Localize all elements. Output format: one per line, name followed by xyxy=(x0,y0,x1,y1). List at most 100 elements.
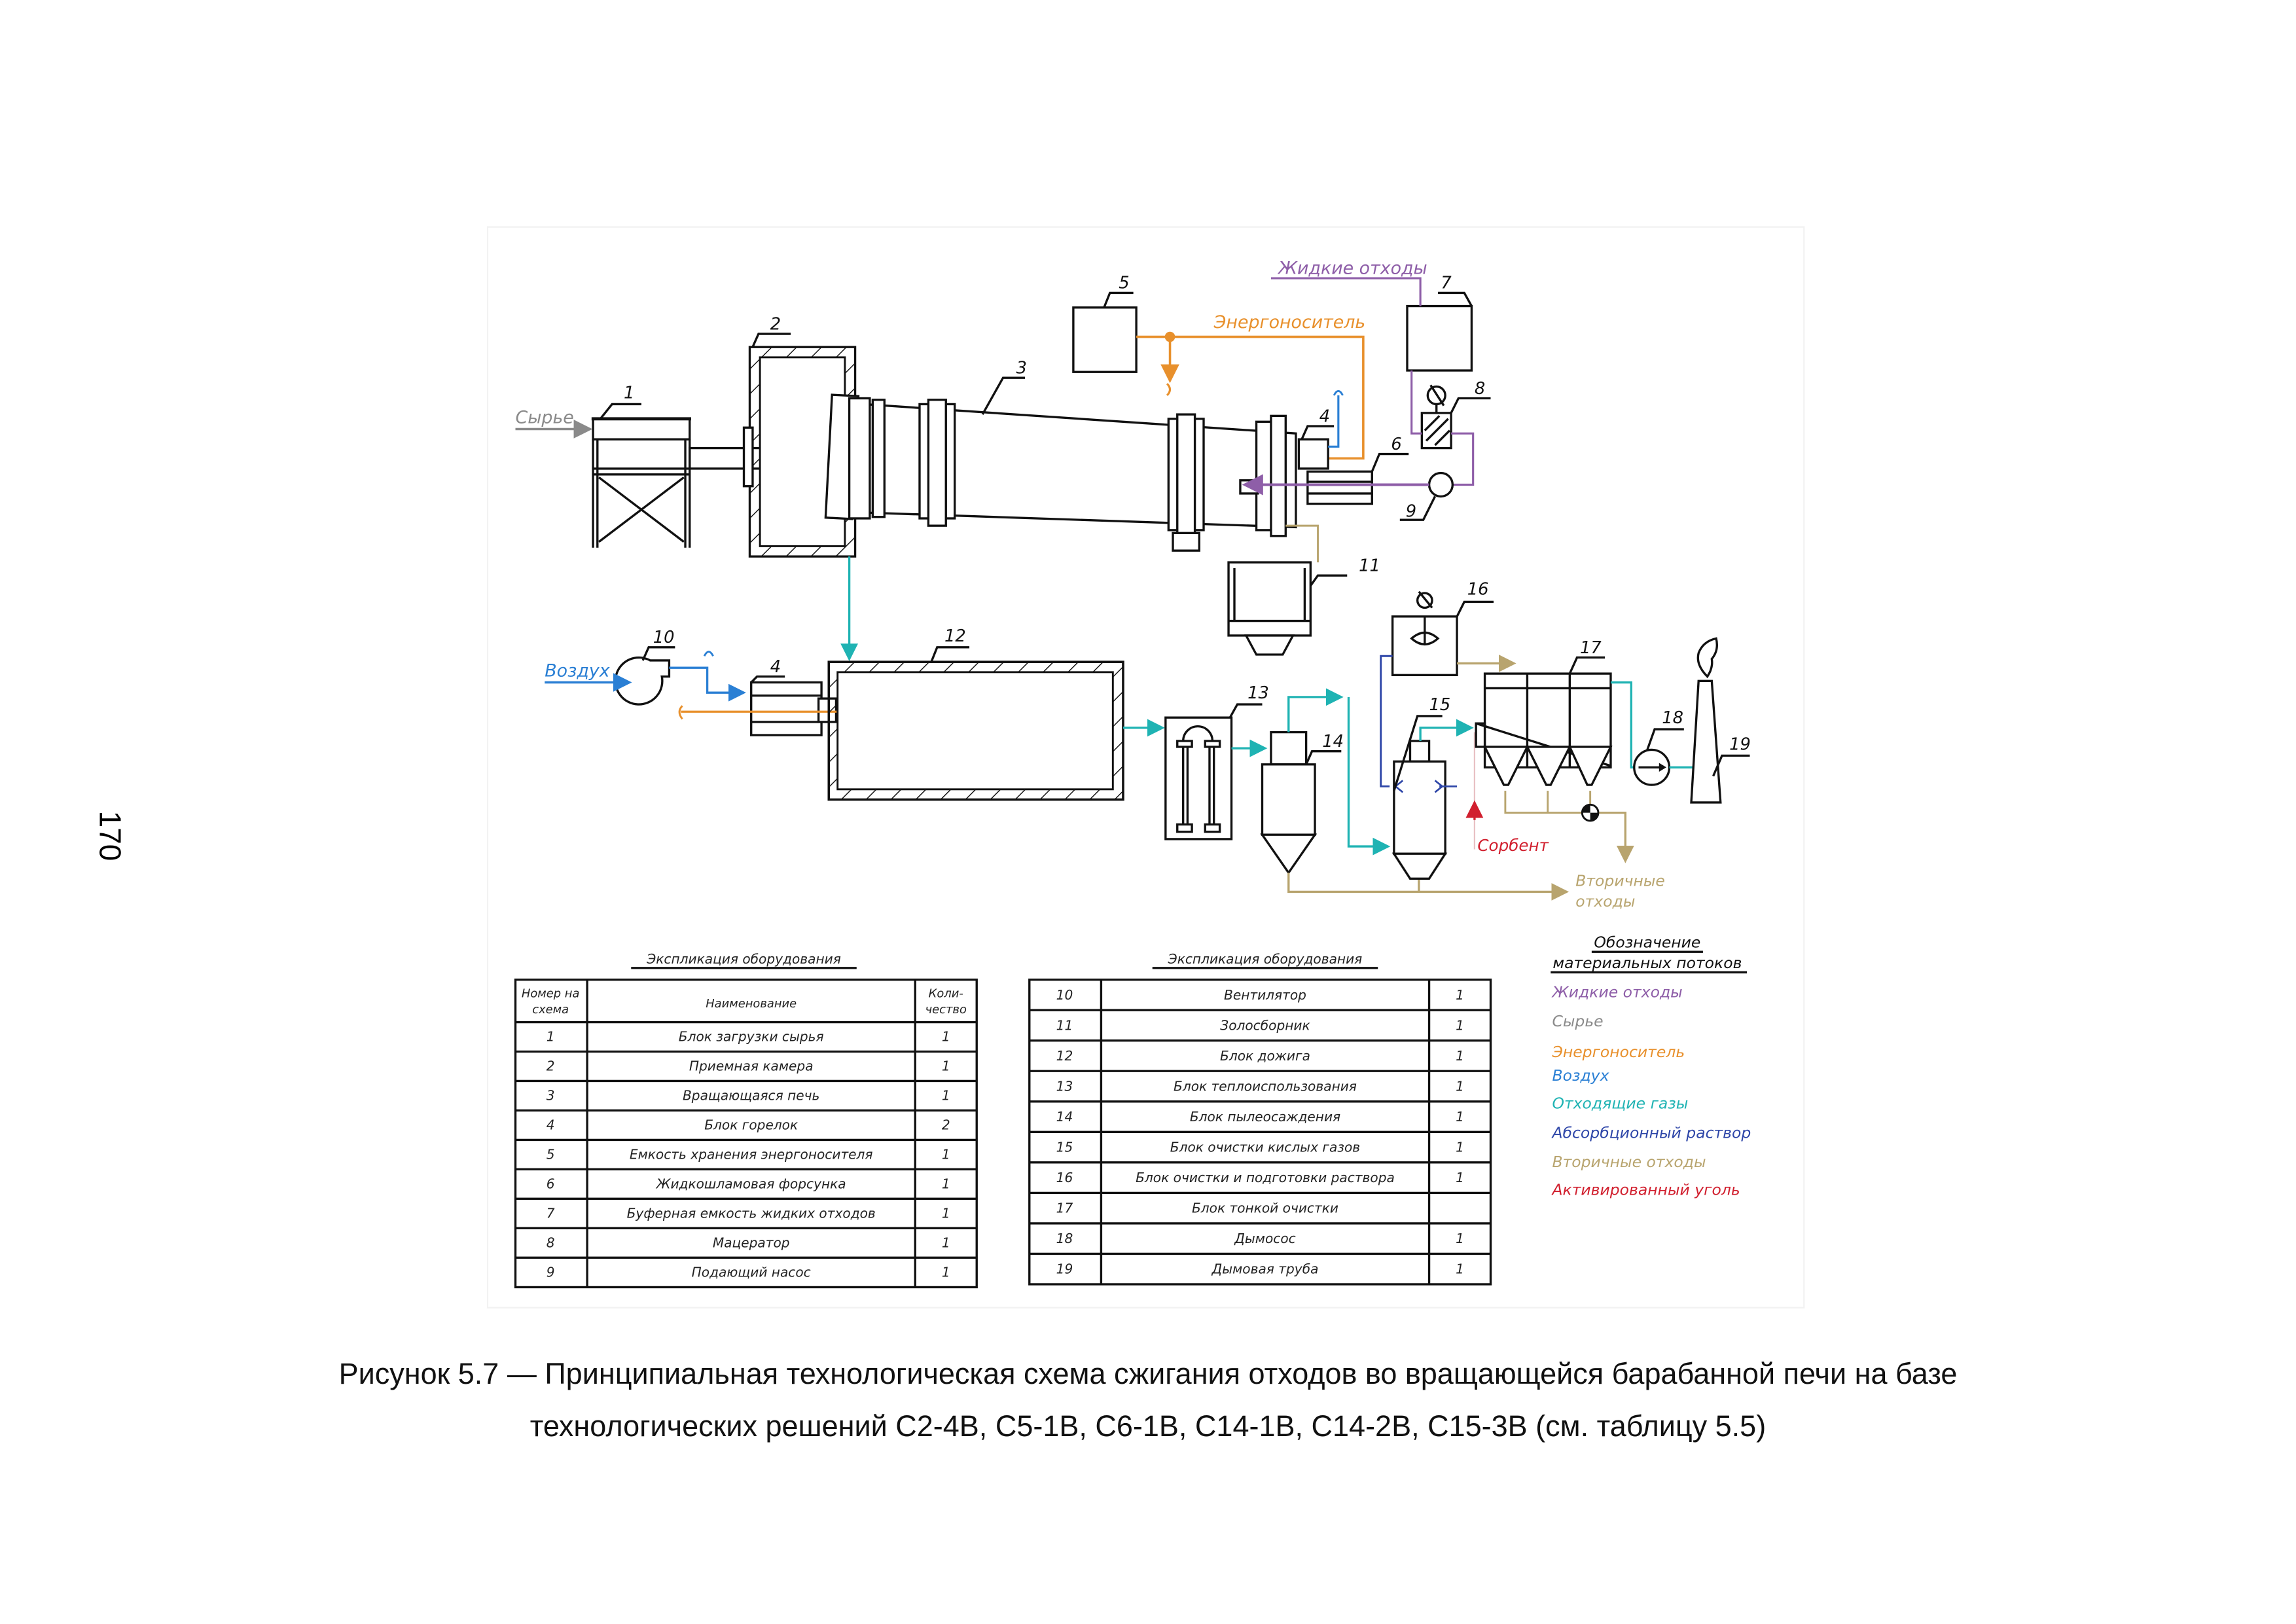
equipment-table-1: Экспликация оборудования Номер на схема … xyxy=(514,951,978,1289)
equipment-11-ash-collector xyxy=(1227,561,1312,656)
row-number: 6 xyxy=(547,1176,555,1192)
row-number: 12 xyxy=(1056,1048,1073,1064)
row-number: 5 xyxy=(547,1147,555,1163)
table1-header-num-2: схема xyxy=(532,1003,569,1017)
row-number: 19 xyxy=(1056,1261,1073,1277)
callout-3: 3 xyxy=(1016,358,1027,378)
callout-8: 8 xyxy=(1475,379,1485,399)
callout-labels: 1 2 3 4 5 6 7 8 9 10 11 12 13 14 15 16 1… xyxy=(599,274,1751,791)
equipment-19-stack xyxy=(1690,637,1722,804)
equipment-6-sludge-nozzle xyxy=(1239,470,1373,505)
equipment-18-exhauster xyxy=(1633,748,1671,786)
row-name: Мацератор xyxy=(713,1235,790,1251)
callout-11: 11 xyxy=(1359,556,1380,575)
table1-header-name: Наименование xyxy=(706,997,797,1011)
row-name: Вентилятор xyxy=(1224,987,1306,1003)
row-name: Блок дожига xyxy=(1220,1048,1310,1064)
figure-caption-line-2: технологических решений С2-4В, С5-1В, С6… xyxy=(529,1409,1767,1443)
row-number: 15 xyxy=(1056,1140,1073,1155)
row-quantity: 1 xyxy=(1456,987,1464,1003)
callout-9: 9 xyxy=(1406,502,1416,522)
row-name: Блок теплоиспользования xyxy=(1174,1078,1357,1094)
table1-header-qty-1: Коли- xyxy=(929,986,963,1000)
row-number: 16 xyxy=(1056,1170,1073,1185)
legend-item: Абсорбционный раствор xyxy=(1551,1123,1751,1142)
equipment-15-acid-gas-scrubber xyxy=(1391,740,1458,880)
callout-19: 19 xyxy=(1729,734,1751,754)
row-number: 3 xyxy=(547,1088,555,1104)
table-row: 13 Блок теплоиспользования 1 xyxy=(1056,1078,1464,1094)
equipment-8-macerator xyxy=(1420,384,1452,450)
row-quantity: 1 xyxy=(942,1029,950,1045)
row-number: 17 xyxy=(1056,1200,1073,1216)
table-row: 5 Емкость хранения энергоносителя 1 xyxy=(547,1147,950,1163)
row-quantity: 1 xyxy=(1456,1048,1464,1064)
row-name: Блок загрузки сырья xyxy=(679,1029,824,1045)
flow-label-raw: Сырье xyxy=(516,408,574,428)
flow-labels: Сырье Жидкие отходы Энергоноситель Возду… xyxy=(516,258,1665,910)
equipment-13-heat-recovery xyxy=(1164,716,1233,840)
callout-18: 18 xyxy=(1662,708,1683,728)
row-number: 2 xyxy=(547,1058,555,1074)
energy-carrier-line xyxy=(1136,335,1365,460)
rotary-valve-icon xyxy=(1581,803,1600,822)
callout-10: 10 xyxy=(653,628,675,647)
row-number: 8 xyxy=(547,1235,555,1251)
liquid-waste-line-in xyxy=(1270,277,1422,306)
drawing-frame xyxy=(486,226,1805,1308)
row-name: Блок очистки кислых газов xyxy=(1170,1140,1360,1155)
row-number: 7 xyxy=(547,1206,555,1221)
row-quantity: 1 xyxy=(942,1147,950,1163)
table-row: 10 Вентилятор 1 xyxy=(1056,987,1464,1003)
table1-header-qty-2: чество xyxy=(925,1003,967,1017)
row-name: Вращающаяся печь xyxy=(683,1088,819,1104)
row-number: 1 xyxy=(547,1029,555,1045)
callout-15: 15 xyxy=(1429,695,1451,715)
row-number: 13 xyxy=(1056,1078,1073,1094)
callout-13: 13 xyxy=(1247,683,1269,703)
row-name: Блок горелок xyxy=(704,1117,798,1133)
equipment-10-fan xyxy=(614,656,671,706)
row-quantity: 1 xyxy=(1456,1078,1464,1094)
callout-4b: 4 xyxy=(770,657,781,677)
callout-16: 16 xyxy=(1467,579,1489,599)
row-number: 10 xyxy=(1056,987,1073,1003)
row-name: Подающий насос xyxy=(692,1264,811,1280)
legend-item: Энергоноситель xyxy=(1551,1043,1685,1061)
flow-label-air: Воздух xyxy=(545,661,611,681)
row-name: Золосборник xyxy=(1220,1017,1310,1033)
row-quantity: 1 xyxy=(1456,1261,1464,1277)
row-name: Блок очистки и подготовки раствора xyxy=(1136,1170,1395,1185)
legend-item: Вторичные отходы xyxy=(1552,1153,1706,1171)
row-quantity: 2 xyxy=(942,1117,950,1133)
callout-6: 6 xyxy=(1391,435,1401,454)
row-quantity: 1 xyxy=(1456,1170,1464,1185)
flow-legend: Обозначение материальных потоков Жидкие … xyxy=(1551,933,1751,1199)
table1-title: Экспликация оборудования xyxy=(646,951,841,967)
row-number: 14 xyxy=(1056,1109,1073,1125)
callout-17: 17 xyxy=(1580,638,1602,658)
row-quantity: 1 xyxy=(942,1176,950,1192)
equipment-12-afterburner xyxy=(827,660,1124,801)
flow-label-secondary-waste-2: отходы xyxy=(1575,892,1635,911)
callout-5: 5 xyxy=(1119,274,1129,293)
flow-label-secondary-waste-1: Вторичные xyxy=(1575,871,1665,890)
row-name: Приемная камера xyxy=(689,1058,814,1074)
row-number: 18 xyxy=(1056,1231,1073,1246)
callout-7: 7 xyxy=(1441,274,1452,293)
callout-12: 12 xyxy=(944,626,966,646)
row-quantity: 1 xyxy=(942,1206,950,1221)
callout-14: 14 xyxy=(1322,732,1344,751)
row-name: Емкость хранения энергоносителя xyxy=(630,1147,873,1163)
row-quantity: 1 xyxy=(1456,1109,1464,1125)
table-row: 12 Блок дожига 1 xyxy=(1056,1048,1464,1064)
